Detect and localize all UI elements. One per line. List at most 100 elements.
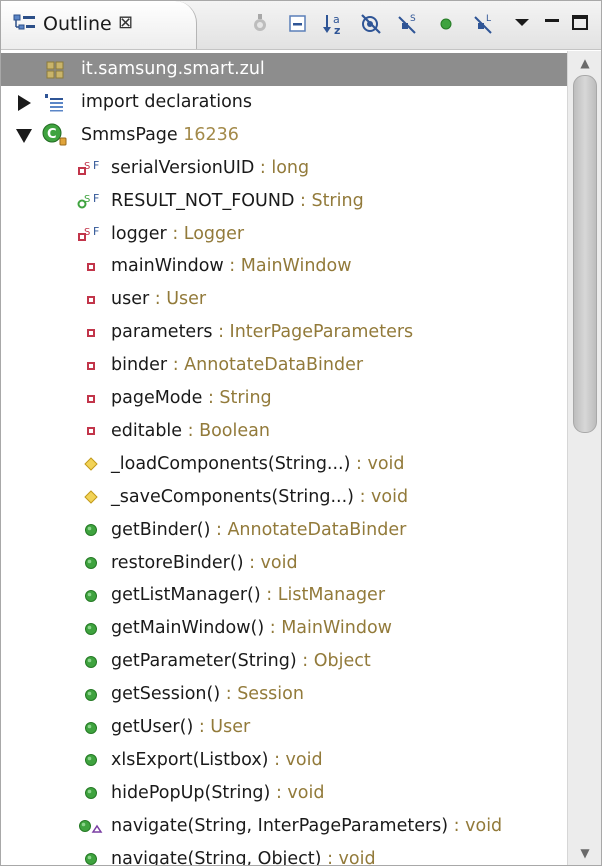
member-name: getMainWindow() [111, 618, 265, 639]
hide-local-types-icon[interactable]: L [471, 11, 497, 37]
vertical-scrollbar[interactable]: ▲ ▼ [567, 51, 601, 865]
sort-alphabetically-icon[interactable]: a z [321, 11, 347, 37]
member-name: user [111, 289, 150, 310]
tree-item[interactable]: getUser() : User [1, 711, 567, 744]
tree-item[interactable]: restoreBinder() : void [1, 547, 567, 580]
hide-static-members-icon[interactable]: S [395, 11, 421, 37]
tree-item[interactable]: getBinder() : AnnotateDataBinder [1, 514, 567, 547]
member-name: logger [111, 223, 167, 244]
tree-item-label: getUser() : User [111, 711, 250, 744]
maximize-icon[interactable] [568, 11, 594, 37]
svg-text:F: F [93, 159, 99, 172]
scroll-up-button[interactable]: ▲ [580, 56, 590, 70]
tree-item[interactable]: getMainWindow() : MainWindow [1, 612, 567, 645]
tree-item[interactable]: getParameter(String) : Object [1, 645, 567, 678]
tree-item-package[interactable]: it.samsung.smart.zul [1, 53, 567, 86]
member-name: xlsExport(Listbox) [111, 749, 269, 770]
tree-item-label: logger : Logger [111, 218, 244, 251]
private-field-icon [83, 250, 99, 283]
tree-item-label: user : User [111, 283, 206, 316]
tree-item[interactable]: getSession() : Session [1, 678, 567, 711]
svg-text:S: S [410, 14, 416, 24]
public-method-icon [83, 612, 99, 645]
tab-outline[interactable]: Outline ⊠ [1, 1, 197, 49]
scroll-thumb[interactable] [573, 75, 597, 433]
tree-item[interactable]: hidePopUp(String) : void [1, 777, 567, 810]
tree-item[interactable]: binder : AnnotateDataBinder [1, 349, 567, 382]
member-name: getListManager() [111, 585, 261, 606]
private-field-icon [83, 316, 99, 349]
member-name: it.samsung.smart.zul [81, 59, 265, 79]
tree-item-label: it.samsung.smart.zul [81, 53, 265, 86]
svg-text:C: C [47, 127, 57, 142]
member-type: : void [243, 552, 298, 573]
tree-item-label: SmmsPage 16236 [81, 119, 239, 152]
collapse-all-icon[interactable] [285, 11, 311, 37]
member-type: : void [270, 782, 325, 803]
tree-item-label: navigate(String, InterPageParameters) : … [111, 810, 502, 843]
class-icon: C [41, 119, 69, 152]
private-field-icon [83, 415, 99, 448]
hide-fields-icon[interactable] [358, 11, 384, 37]
focus-active-task-icon[interactable] [247, 11, 273, 37]
svg-text:F: F [93, 192, 99, 205]
member-type: : AnnotateDataBinder [167, 355, 364, 376]
tree-item[interactable]: parameters : InterPageParameters [1, 316, 567, 349]
member-type: : String [294, 190, 364, 211]
scroll-down-button[interactable]: ▼ [580, 846, 590, 860]
member-name: serialVersionUID [111, 157, 255, 178]
tree-item-label: xlsExport(Listbox) : void [111, 744, 323, 777]
tree-item[interactable]: mainWindow : MainWindow [1, 250, 567, 283]
public-method-icon [83, 711, 99, 744]
tree-item[interactable]: _loadComponents(String...) : void [1, 448, 567, 481]
tree-item-imports[interactable]: import declarations [1, 86, 567, 119]
tree-item[interactable]: _saveComponents(String...) : void [1, 481, 567, 514]
tree-item[interactable]: navigate(String, InterPageParameters) : … [1, 810, 567, 843]
tree-item[interactable]: user : User [1, 283, 567, 316]
expanded-arrow-icon[interactable] [15, 119, 33, 152]
tree-item[interactable]: pageMode : String [1, 382, 567, 415]
svg-text:S: S [84, 227, 90, 238]
member-name: getBinder() [111, 519, 211, 540]
hide-non-public-members-icon[interactable] [433, 11, 459, 37]
tree-item[interactable]: xlsExport(Listbox) : void [1, 744, 567, 777]
tree-item-label: getSession() : Session [111, 678, 304, 711]
member-name: mainWindow [111, 256, 224, 277]
view-menu-icon[interactable] [510, 11, 536, 37]
collapsed-arrow-icon[interactable] [15, 86, 33, 119]
public-method-icon [83, 579, 99, 612]
member-type: : MainWindow [223, 256, 352, 277]
public-method-icon [83, 678, 99, 711]
member-name: getParameter(String) [111, 651, 297, 672]
private-field-icon [83, 349, 99, 382]
tree-item[interactable]: editable : Boolean [1, 415, 567, 448]
tree-item-class[interactable]: C SmmsPage 16236 [1, 119, 567, 152]
svg-text:L: L [486, 14, 491, 24]
minimize-icon[interactable] [539, 11, 565, 37]
public-method-icon [83, 843, 99, 865]
tree-item-label: hidePopUp(String) : void [111, 777, 324, 810]
member-type: : Object [296, 651, 371, 672]
public-method-icon [83, 514, 99, 547]
member-name: navigate(String, InterPageParameters) [111, 815, 449, 836]
member-name: import declarations [81, 91, 252, 112]
close-icon[interactable]: ⊠ [118, 12, 134, 33]
member-type: : void [268, 749, 323, 770]
tree-item[interactable]: getListManager() : ListManager [1, 579, 567, 612]
tree-item[interactable]: navigate(String, Object) : void [1, 843, 567, 865]
tree-item-label: import declarations [81, 86, 252, 119]
member-type: : Boolean [182, 420, 270, 441]
member-type: : long [254, 157, 310, 178]
public-method-icon [83, 777, 99, 810]
import-declarations-icon [43, 86, 65, 119]
member-name: getUser() [111, 717, 194, 737]
tree-item-label: navigate(String, Object) : void [111, 843, 376, 865]
tree-item-label: mainWindow : MainWindow [111, 250, 352, 283]
member-type: : InterPageParameters [212, 322, 414, 343]
tree-item-label: binder : AnnotateDataBinder [111, 349, 363, 382]
